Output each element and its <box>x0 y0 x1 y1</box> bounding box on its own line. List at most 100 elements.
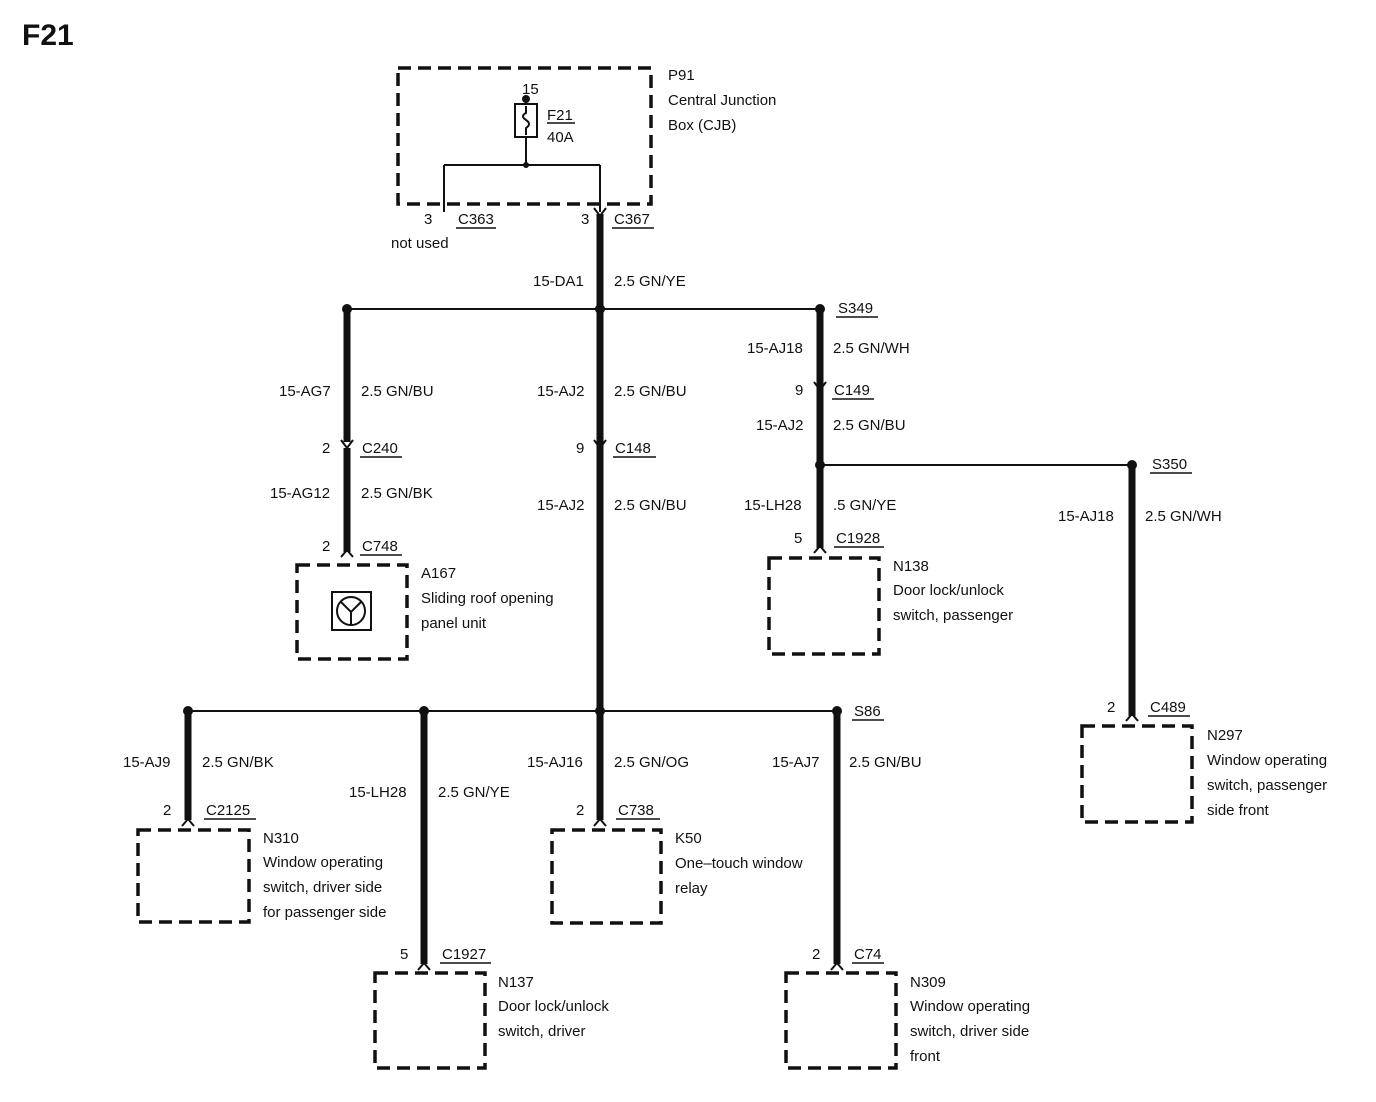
cjb-ref: P91 <box>668 67 695 84</box>
wire-spec: 2.5 GN/BU <box>614 383 687 400</box>
connector-c2125: C2125 <box>206 802 250 819</box>
wire-label: 15-AJ2 <box>756 417 804 434</box>
wire-spec: 2.5 GN/OG <box>614 754 689 771</box>
connector-pin: 2 <box>576 802 584 819</box>
connector-pin: 2 <box>812 946 820 963</box>
component-desc: One–touch window <box>675 855 803 872</box>
diagram-title: F21 <box>22 19 74 52</box>
n138-box <box>767 556 881 656</box>
component-ref: N138 <box>893 558 929 575</box>
wire-label: 15-AG12 <box>270 485 330 502</box>
component-desc: Door lock/unlock <box>498 998 609 1015</box>
connector-c1927: C1927 <box>442 946 486 963</box>
wire-spec: 2.5 GN/WH <box>1145 508 1222 525</box>
c367-pin: 3 <box>581 211 589 228</box>
cjb-name-line2: Box (CJB) <box>668 117 736 134</box>
wire-spec: 2.5 GN/BU <box>361 383 434 400</box>
component-ref: A167 <box>421 565 456 582</box>
wire-label: 15-LH28 <box>349 784 407 801</box>
connector-pin: 9 <box>576 440 584 457</box>
component-desc: Window operating <box>1207 752 1327 769</box>
fuse-rating: 40A <box>547 129 574 146</box>
component-desc: switch, passenger <box>1207 777 1327 794</box>
n297-box <box>1080 724 1194 824</box>
c748-connector-symbol <box>340 548 354 558</box>
connector-pin: 2 <box>322 440 330 457</box>
wire-spec: 2.5 GN/BU <box>833 417 906 434</box>
component-desc: switch, driver side <box>263 879 382 896</box>
fuse-pin: 15 <box>522 81 539 98</box>
c74-connector-symbol <box>830 961 844 971</box>
connector-c748: C748 <box>362 538 398 555</box>
c738-connector-symbol <box>593 817 607 827</box>
connector-c149: C149 <box>834 382 870 399</box>
c363-note: not used <box>391 235 449 252</box>
wire-label: 15-AJ2 <box>537 383 585 400</box>
fuse-f21 <box>443 95 601 212</box>
wire-spec: 2.5 GN/BU <box>614 497 687 514</box>
wire-spec: 2.5 GN/BK <box>361 485 433 502</box>
connector-pin: 2 <box>1107 699 1115 716</box>
connector-c74: C74 <box>854 946 882 963</box>
main-wire-spec: 2.5 GN/YE <box>614 273 686 290</box>
component-desc: for passenger side <box>263 904 386 921</box>
c489-connector-symbol <box>1125 712 1139 722</box>
a167-box <box>295 563 409 661</box>
wire-label: 15-AJ7 <box>772 754 820 771</box>
component-desc: side front <box>1207 802 1270 819</box>
fuse-element <box>522 106 530 135</box>
component-desc: Sliding roof opening <box>421 590 554 607</box>
connector-c1928: C1928 <box>836 530 880 547</box>
c367-connector: C367 <box>614 211 650 228</box>
wire-spec: 2.5 GN/YE <box>438 784 510 801</box>
c2125-connector-symbol <box>181 817 195 827</box>
n310-box <box>136 828 251 924</box>
c149-connector-symbol <box>813 381 827 392</box>
c1928-connector-symbol <box>813 544 827 554</box>
splice-s349: S349 <box>838 300 873 317</box>
wire-spec: .5 GN/YE <box>833 497 896 514</box>
component-desc: switch, driver <box>498 1023 586 1040</box>
wire-label: 15-AJ16 <box>527 754 583 771</box>
component-desc: relay <box>675 880 708 897</box>
component-ref: N297 <box>1207 727 1243 744</box>
wire-spec: 2.5 GN/BU <box>849 754 922 771</box>
motor-icon <box>331 591 372 631</box>
wire-label: 15-AJ18 <box>1058 508 1114 525</box>
connector-pin: 9 <box>795 382 803 399</box>
component-desc: Window operating <box>263 854 383 871</box>
cjb-box <box>396 66 653 206</box>
connector-c240: C240 <box>362 440 398 457</box>
component-ref: N309 <box>910 974 946 991</box>
wire-spec: 2.5 GN/WH <box>833 340 910 357</box>
wire-label: 15-LH28 <box>744 497 802 514</box>
k50-box <box>550 828 663 925</box>
connector-pin: 2 <box>322 538 330 555</box>
connector-pin: 5 <box>794 530 802 547</box>
main-wire-circuit: 15-DA1 <box>533 273 584 290</box>
splice-s86: S86 <box>854 703 881 720</box>
connector-c148: C148 <box>615 440 651 457</box>
wire-label: 15-AJ2 <box>537 497 585 514</box>
c148-connector-symbol <box>593 439 607 450</box>
n309-box <box>784 971 898 1070</box>
c363-connector: C363 <box>458 211 494 228</box>
connector-c738: C738 <box>618 802 654 819</box>
connector-c489: C489 <box>1150 699 1186 716</box>
component-desc: Door lock/unlock <box>893 582 1004 599</box>
splice-s350: S350 <box>1152 456 1187 473</box>
component-desc: front <box>910 1048 941 1065</box>
wire-label: 15-AJ18 <box>747 340 803 357</box>
component-ref: N310 <box>263 830 299 847</box>
c1927-connector-symbol <box>417 961 431 971</box>
cjb-name-line1: Central Junction <box>668 92 776 109</box>
connector-pin: 5 <box>400 946 408 963</box>
component-desc: panel unit <box>421 615 487 632</box>
component-ref: K50 <box>675 830 702 847</box>
connector-pin: 2 <box>163 802 171 819</box>
wire-label: 15-AJ9 <box>123 754 171 771</box>
component-ref: N137 <box>498 974 534 991</box>
wire-label: 15-AG7 <box>279 383 331 400</box>
component-desc: switch, driver side <box>910 1023 1029 1040</box>
